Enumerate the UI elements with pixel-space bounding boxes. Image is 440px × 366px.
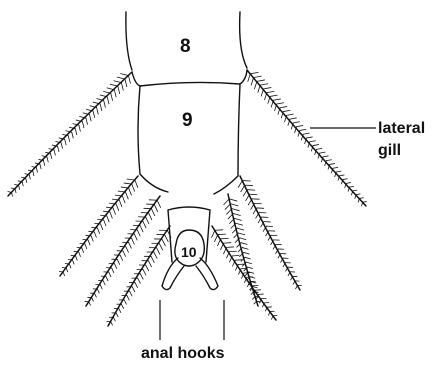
gills-group xyxy=(8,70,367,326)
segment-9-outline xyxy=(138,84,240,194)
gill-mid-left-inner xyxy=(85,196,161,306)
lateral-gill-label-line1: lateral xyxy=(378,120,425,137)
anal-hooks-label: anal hooks xyxy=(141,345,225,362)
lateral-gill-label-line2: gill xyxy=(378,142,401,159)
segment-9-label: 9 xyxy=(182,110,193,131)
gill-low-left xyxy=(107,226,171,326)
gill-upper-left xyxy=(8,72,132,196)
segment-8-label: 8 xyxy=(180,36,191,57)
gill-upper-right xyxy=(247,70,366,206)
gill-mid-left-outer xyxy=(59,176,138,276)
right-anal-hook xyxy=(196,258,218,290)
segment-boundary-8-9 xyxy=(132,70,247,86)
segment-10-label: 10 xyxy=(181,244,197,260)
gill-low-right xyxy=(212,226,277,320)
